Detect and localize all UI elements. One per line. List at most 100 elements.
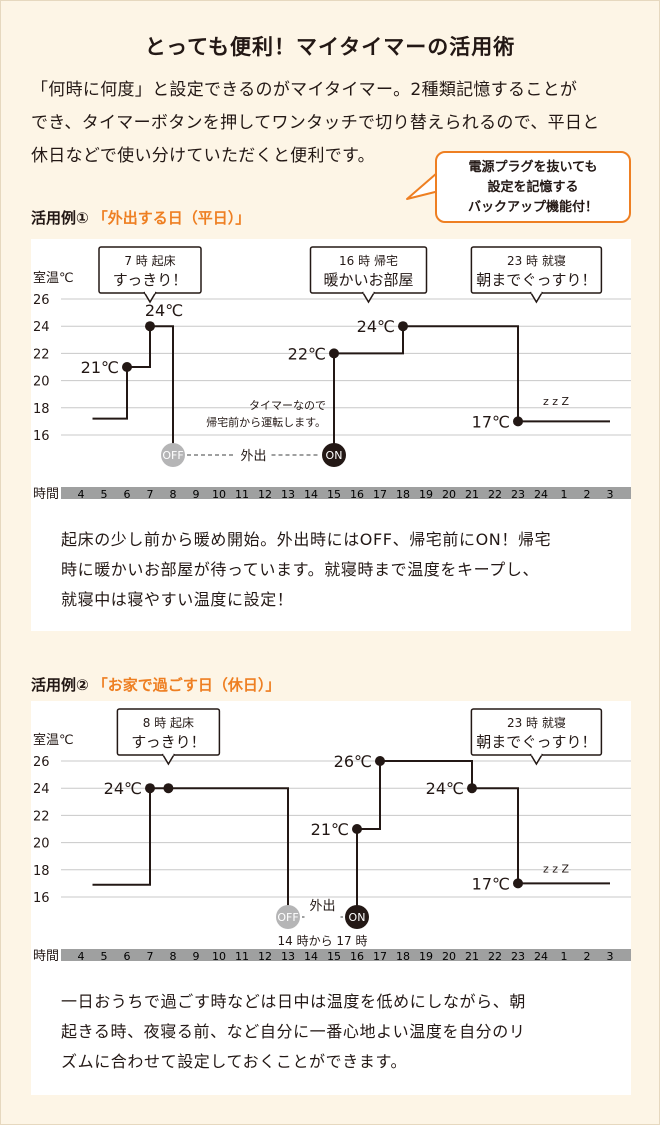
hour-label: 13 — [281, 488, 295, 501]
temperature-line — [333, 325, 610, 455]
hour-label: 20 — [442, 488, 456, 501]
intro-line: でき、タイマーボタンを押してワンタッチで切り替えられるので、平日と — [31, 113, 600, 133]
hour-label: 5 — [101, 488, 108, 501]
speech-bubble-tail — [361, 291, 376, 304]
hour-label: 23 — [511, 950, 525, 963]
hour-label: 21 — [465, 488, 479, 501]
case-1-heading: 活用例①「外出する日（平日）」 — [31, 207, 250, 228]
hour-label: 3 — [607, 950, 614, 963]
case-1-name: 「外出する日（平日）」 — [92, 209, 251, 227]
y-tick-label: 22 — [33, 347, 50, 362]
hour-label: 15 — [327, 950, 341, 963]
hour-label: 4 — [78, 950, 85, 963]
y-tick-label: 18 — [33, 864, 50, 879]
hour-label: 9 — [193, 488, 200, 501]
data-label: 21℃ — [81, 358, 119, 377]
hour-label: 5 — [101, 950, 108, 963]
hour-label: 22 — [488, 950, 502, 963]
intro-line: 休日などで使い分けていただくと便利です。 — [31, 146, 375, 166]
timer-note: タイマーなので — [249, 399, 326, 412]
hour-label: 8 — [170, 488, 177, 501]
temperature-line — [356, 760, 610, 917]
hour-label: 17 — [373, 950, 387, 963]
on-badge — [322, 443, 346, 467]
hour-label: 24 — [534, 488, 548, 501]
data-label: 24℃ — [145, 301, 183, 320]
hour-label: 14 — [304, 950, 318, 963]
bubble-line: 8 時 起床 — [143, 716, 194, 730]
hour-label: 21 — [465, 950, 479, 963]
hour-label: 17 — [373, 488, 387, 501]
on-badge-label: ON — [349, 911, 366, 924]
y-tick-label: 16 — [33, 429, 50, 444]
callout-tail-icon — [406, 172, 440, 200]
bubble-line: 朝までぐっすり！ — [476, 271, 596, 289]
y-tick-label: 24 — [33, 320, 50, 335]
off-badge — [276, 905, 300, 929]
data-label: 24℃ — [357, 317, 395, 336]
hour-label: 11 — [235, 950, 249, 963]
hour-label: 12 — [258, 488, 272, 501]
case-1-prefix: 活用例① — [31, 209, 89, 227]
case-2-prefix: 活用例② — [31, 676, 89, 694]
hour-label: 3 — [607, 488, 614, 501]
data-point — [352, 824, 362, 834]
hour-label: 24 — [534, 950, 548, 963]
data-label: 22℃ — [288, 344, 326, 363]
data-point — [513, 416, 523, 427]
bubble-line: 23 時 就寝 — [507, 253, 566, 268]
hour-label: 2 — [584, 488, 591, 501]
data-label: 24℃ — [104, 779, 142, 798]
y-axis-label: 室温℃ — [33, 732, 74, 748]
sleep-mark: z z Z — [543, 863, 570, 876]
hour-label: 19 — [419, 950, 433, 963]
y-tick-label: 20 — [33, 375, 50, 390]
hour-label: 7 — [147, 488, 154, 501]
hour-label: 16 — [350, 950, 364, 963]
desc-line: 時に暖かいお部屋が待っています。就寝時まで温度をキープし、 — [61, 560, 540, 579]
on-badge-label: ON — [326, 449, 343, 462]
speech-bubble-tail — [529, 753, 544, 766]
speech-bubble-tail — [143, 291, 157, 304]
hour-label: 16 — [350, 488, 364, 501]
speech-bubble-tail — [529, 291, 544, 304]
hour-label: 1 — [561, 950, 568, 963]
case-1-description: 起床の少し前から暖め開始。外出時にはOFF、帰宅前にON！帰宅 時に暖かいお部屋… — [61, 525, 621, 615]
hour-label: 18 — [396, 488, 410, 501]
hour-label: 4 — [78, 488, 85, 501]
case-2-description: 一日おうちで過ごす時などは日中は温度を低めにしながら、朝 起きる時、夜寝る前、な… — [61, 987, 621, 1077]
desc-line: 起きる時、夜寝る前、など自分に一番心地よい温度を自分のリ — [61, 1022, 526, 1041]
bubble-line: 16 時 帰宅 — [339, 253, 398, 268]
callout-line: バックアップ機能付！ — [467, 200, 598, 215]
data-label: 17℃ — [472, 874, 510, 893]
y-tick-label: 18 — [33, 402, 50, 417]
speech-bubble-tail — [161, 753, 176, 766]
y-tick-label: 20 — [33, 837, 50, 852]
data-point — [122, 362, 132, 372]
outing-label: 外出 — [309, 899, 335, 914]
desc-line: 一日おうちで過ごす時などは日中は温度を低めにしながら、朝 — [61, 992, 526, 1011]
data-label: 21℃ — [311, 820, 349, 839]
x-axis-label: 時間 — [33, 949, 59, 964]
data-point — [398, 321, 408, 332]
sleep-mark: z z Z — [543, 395, 570, 408]
data-point — [163, 783, 174, 794]
desc-line: 起床の少し前から暖め開始。外出時にはOFF、帰宅前にON！帰宅 — [61, 530, 552, 549]
hour-label: 18 — [396, 950, 410, 963]
case-2-name: 「お家で過ごす日（休日）」 — [92, 676, 281, 694]
hour-label: 6 — [124, 488, 131, 501]
hour-label: 10 — [212, 488, 226, 501]
intro-line: 「何時に何度」と設定できるのがマイタイマー。2種類記憶することが — [31, 80, 578, 100]
data-label: 17℃ — [472, 412, 510, 431]
y-tick-label: 22 — [33, 809, 50, 824]
case-2-heading: 活用例②「お家で過ごす日（休日）」 — [31, 674, 280, 695]
hour-label: 12 — [258, 950, 272, 963]
y-axis-label: 室温℃ — [33, 270, 74, 286]
bubble-line: すっきり！ — [131, 733, 205, 751]
data-label: 24℃ — [426, 779, 464, 798]
